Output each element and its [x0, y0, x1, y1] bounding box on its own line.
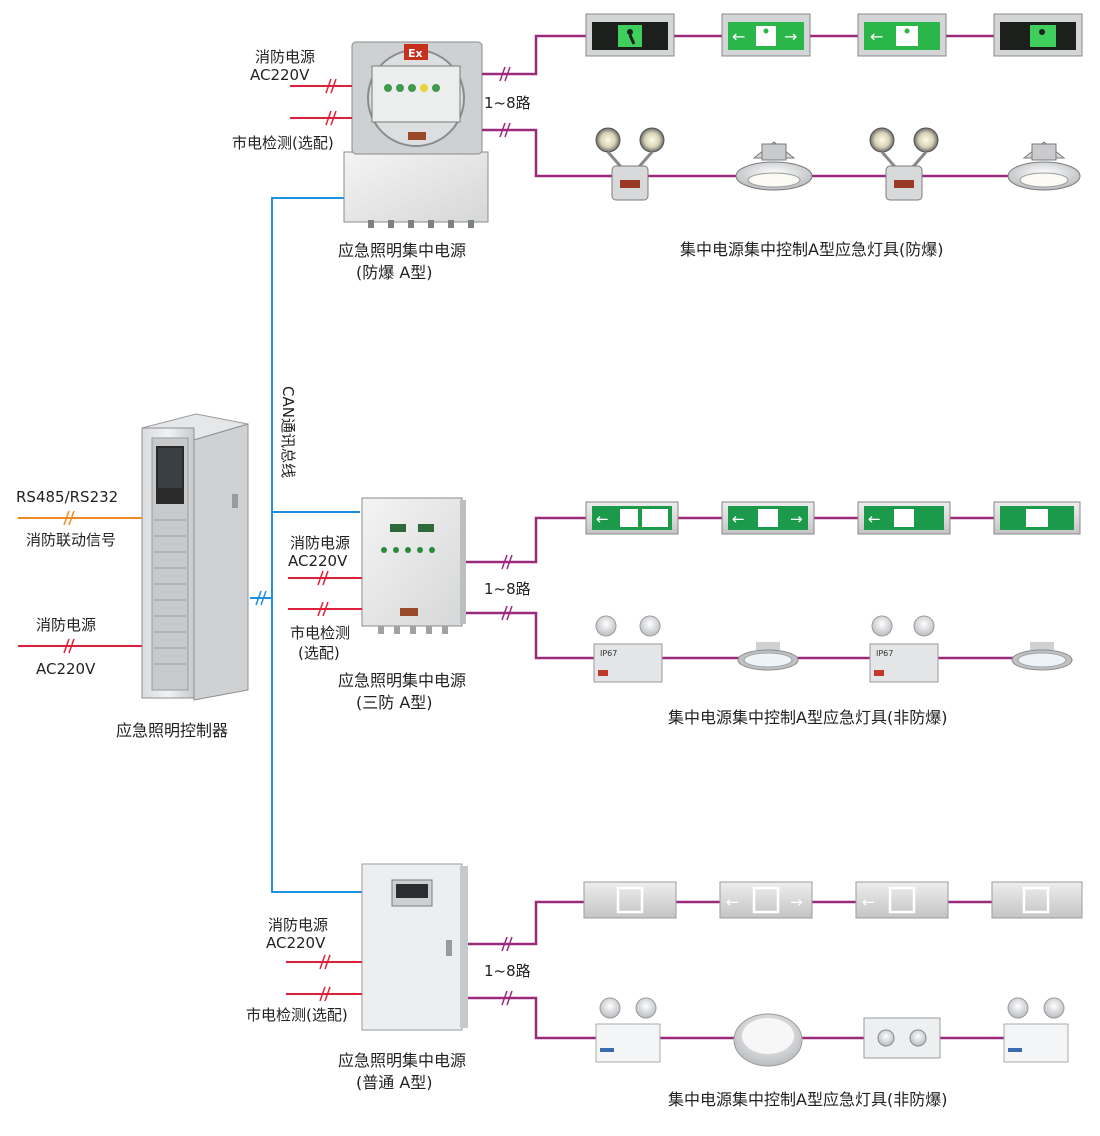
bus-label: CAN通讯总线: [279, 386, 297, 478]
box3-power-lines: [286, 961, 362, 995]
box2-circuits: [466, 516, 1014, 660]
exit-sign-green-4: [993, 501, 1081, 535]
box3-circuit-slash: [501, 936, 513, 1006]
twin-spot-lamp-ip67-1: IP67: [593, 615, 663, 683]
box1-caption-line2: (防爆 A型): [356, 263, 433, 282]
triproof-power-box: [361, 497, 466, 634]
svg-text:←: ←: [726, 893, 739, 911]
exit-sign-exproof-1: [585, 13, 675, 57]
controller-power-top: 消防电源: [36, 616, 96, 634]
exit-sign-exproof-4: [993, 13, 1083, 57]
box3-input-power: 消防电源: [268, 916, 328, 934]
box1-mains-detect: 市电检测(选配): [232, 134, 334, 152]
box3-caption-line2: (普通 A型): [356, 1073, 433, 1092]
exit-sign-green-2: ← →: [721, 501, 815, 535]
twin-spot-lamp-standard-1: [595, 997, 661, 1063]
svg-text:←: ←: [732, 27, 745, 46]
box2-circuit-slash: [501, 554, 513, 621]
exit-sign-silver-1: [583, 881, 677, 919]
svg-text:→: →: [790, 510, 803, 528]
box1-power-lines: [290, 85, 352, 119]
controller-caption: 应急照明控制器: [116, 721, 228, 740]
highbay-exproof-lamp-1: [735, 141, 813, 191]
exit-sign-exproof-3: ←: [857, 13, 947, 57]
twin-spot-lamp-ip67-2: IP67: [869, 615, 939, 683]
controller-signal-top: RS485/RS232: [16, 488, 118, 506]
box1-circuits: [482, 34, 1012, 178]
signal-slash-mark: [63, 510, 75, 526]
bus-trunk: [271, 197, 362, 893]
svg-text:←: ←: [732, 510, 745, 528]
branch-2: 消防电源 AC220V 市电检测 (选配) 1~8路 应急照明集中电源 (三防 …: [288, 497, 1081, 727]
exit-sign-silver-2: ← →: [719, 881, 813, 919]
ceiling-lamp-standard: [733, 1013, 803, 1067]
box1-route-label: 1~8路: [484, 94, 531, 112]
can-bus: [250, 197, 362, 893]
twin-head-exproof-lamp-2: [869, 127, 939, 201]
exit-sign-exproof-2: ← →: [721, 13, 811, 57]
box3-mains-detect: 市电检测(选配): [246, 1006, 348, 1024]
svg-text:→: →: [784, 27, 797, 46]
downlight-2: [1011, 642, 1073, 671]
box3-input-voltage: AC220V: [266, 934, 326, 952]
explosion-proof-power-box: Ex: [343, 41, 489, 228]
highbay-exproof-lamp-2: [1007, 141, 1081, 191]
box2-mains-detect-line2: (选配): [298, 644, 340, 662]
twin-spot-lamp-standard-2: [1003, 997, 1069, 1063]
svg-text:←: ←: [596, 510, 609, 528]
box1-input-voltage: AC220V: [250, 66, 310, 84]
svg-text:→: →: [790, 893, 803, 911]
box2-power-lines: [288, 577, 362, 610]
power-slash-mark: [63, 638, 75, 654]
bus-slash-mark: [255, 590, 267, 606]
downlight-1: [737, 642, 799, 671]
box2-input-power: 消防电源: [290, 534, 350, 552]
exit-sign-silver-3: ←: [855, 881, 949, 919]
exit-sign-green-1: ←: [585, 501, 679, 535]
box1-circuit-slash: [499, 66, 511, 138]
branch-1: Ex 消防电源 AC220V 市电检测(选配) 1~8路: [232, 13, 1083, 282]
box2-mains-detect-line1: 市电检测: [290, 624, 350, 642]
exit-sign-green-3: ←: [857, 501, 951, 535]
box1-power-slash: [325, 78, 337, 126]
box2-caption-line1: 应急照明集中电源: [338, 671, 466, 690]
controller-power-bottom: AC220V: [36, 660, 96, 678]
standard-power-cabinet: [361, 863, 468, 1031]
controller-cabinet: [141, 413, 249, 701]
controller-signal-bottom: 消防联动信号: [26, 531, 116, 549]
box2-power-slash: [317, 570, 329, 617]
svg-text:←: ←: [868, 510, 881, 528]
svg-text:←: ←: [862, 893, 875, 911]
box3-fixtures-caption: 集中电源集中控制A型应急灯具(非防爆): [668, 1090, 947, 1109]
box2-caption-line2: (三防 A型): [356, 693, 433, 712]
box2-fixtures-caption: 集中电源集中控制A型应急灯具(非防爆): [668, 708, 947, 727]
box2-input-voltage: AC220V: [288, 552, 348, 570]
twin-spot-panel-standard: [863, 1017, 941, 1059]
box3-route-label: 1~8路: [484, 962, 531, 980]
exit-sign-silver-4: [991, 881, 1083, 919]
svg-text:←: ←: [870, 27, 883, 46]
branch-3: 消防电源 AC220V 市电检测(选配) 1~8路 应急照明集中电源 (普通 A…: [246, 863, 1083, 1109]
box1-caption-line1: 应急照明集中电源: [338, 241, 466, 260]
box3-caption-line1: 应急照明集中电源: [338, 1051, 466, 1070]
twin-head-exproof-lamp-1: [595, 127, 665, 201]
ip67-mark-1: IP67: [600, 649, 617, 658]
box1-input-power: 消防电源: [255, 48, 315, 66]
box1-fixtures-caption: 集中电源集中控制A型应急灯具(防爆): [680, 240, 943, 259]
box3-power-slash: [319, 954, 331, 1002]
box2-route-label: 1~8路: [484, 580, 531, 598]
ex-mark: Ex: [408, 47, 423, 60]
ip67-mark-2: IP67: [876, 649, 893, 658]
